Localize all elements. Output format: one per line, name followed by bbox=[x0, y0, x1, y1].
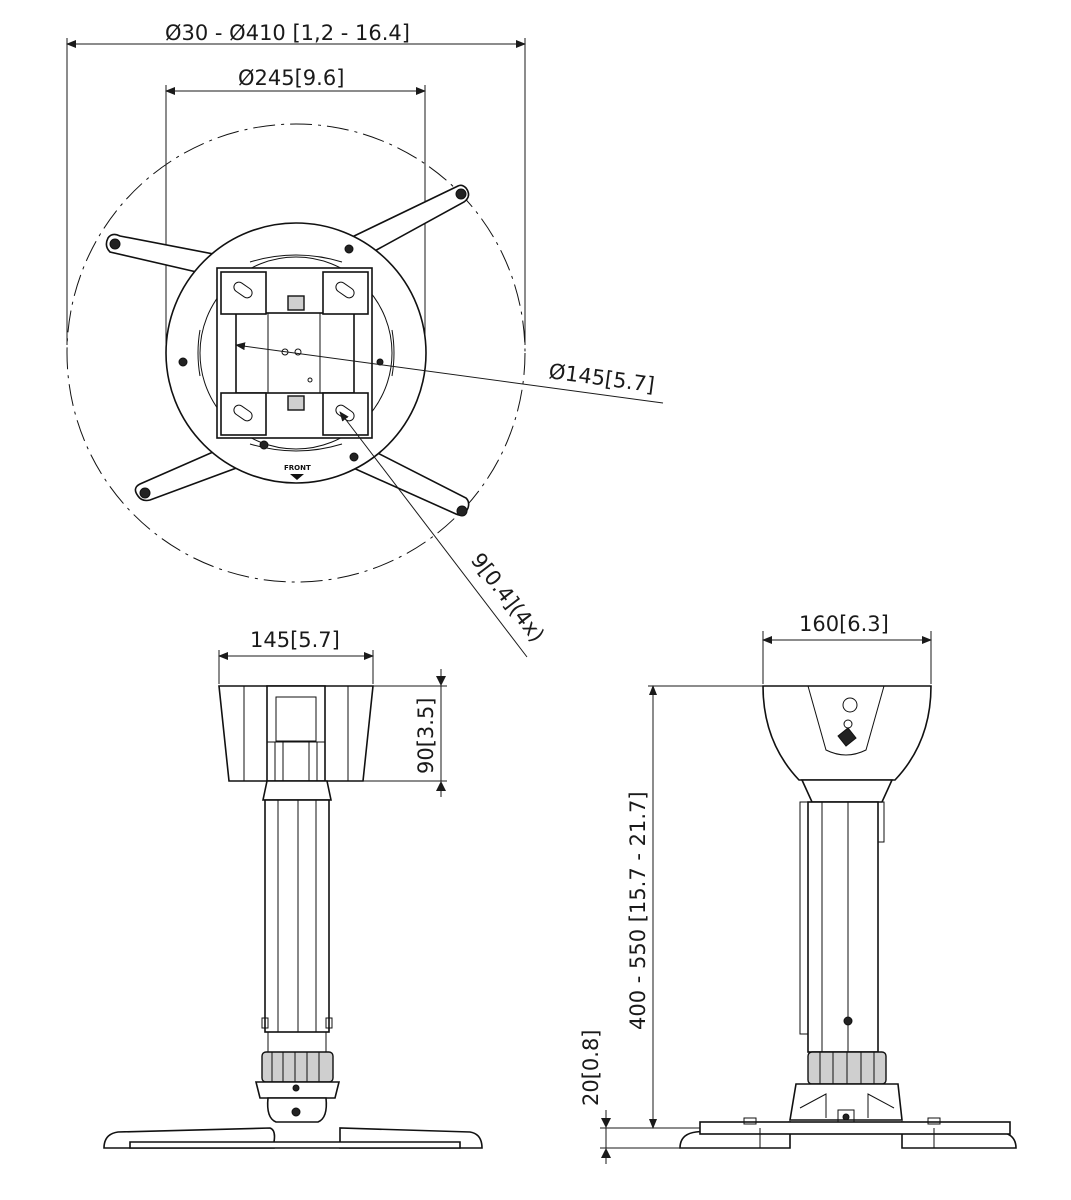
label-side-base-height: 20[0.8] bbox=[579, 1029, 603, 1106]
dim-line-plate bbox=[235, 342, 664, 404]
label-arm-diameter: Ø245[9.6] bbox=[238, 66, 344, 90]
top-view: FRONT Ø30 - Ø410 [1,2 - 16.4] Ø245[9.6] … bbox=[66, 21, 664, 658]
label-front-head-height: 90[3.5] bbox=[414, 697, 438, 774]
label-side-total-height: 400 - 550 [15.7 - 21.7] bbox=[626, 791, 650, 1030]
square-bracket bbox=[216, 267, 373, 439]
front-view: 145[5.7] 90[3.5] bbox=[103, 628, 483, 1149]
dim-line-hole bbox=[339, 411, 528, 658]
side-view: 160[6.3] bbox=[579, 612, 1017, 1164]
label-side-width: 160[6.3] bbox=[799, 612, 889, 636]
outer-range-circle bbox=[66, 123, 526, 583]
front-marking: FRONT bbox=[284, 464, 311, 472]
label-front-width: 145[5.7] bbox=[250, 628, 340, 652]
label-outer-diameter: Ø30 - Ø410 [1,2 - 16.4] bbox=[165, 21, 410, 45]
label-plate-diameter: Ø145[5.7] bbox=[547, 359, 656, 397]
